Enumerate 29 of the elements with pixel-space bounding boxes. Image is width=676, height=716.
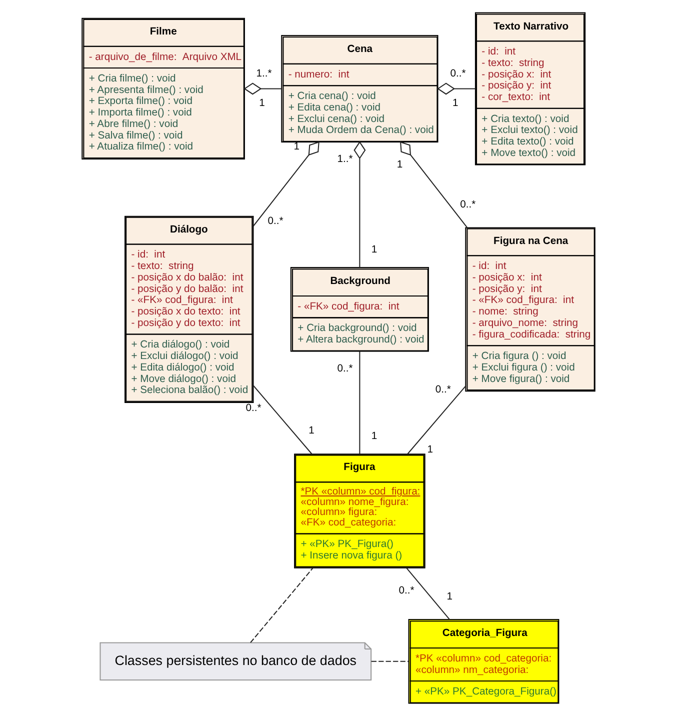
connector [252,385,312,454]
connector [406,386,466,454]
label: 1 [396,159,402,170]
label: 0..* [460,199,476,210]
connector [370,660,408,662]
label: 1 [446,591,452,602]
label: 1 [258,98,264,109]
connector [436,82,475,95]
connector [353,141,366,268]
connector [250,568,313,643]
label: 1 [452,98,458,109]
label: 0..* [267,216,283,227]
connector [399,141,467,228]
label: 0..* [245,402,261,414]
connector [406,568,450,620]
label: 1..* [256,68,272,80]
label: 1 [308,426,314,437]
label: 1..* [336,154,352,166]
connector [252,141,319,226]
label: 1 [370,244,377,256]
label: 0..* [398,585,414,596]
connector [243,82,281,95]
label: 1 [370,431,377,442]
label: 0..* [336,363,352,374]
label: 1 [293,141,299,152]
connector [358,351,360,454]
label: 0..* [450,68,466,80]
label: 1 [426,444,432,456]
label: 0..* [434,384,450,396]
